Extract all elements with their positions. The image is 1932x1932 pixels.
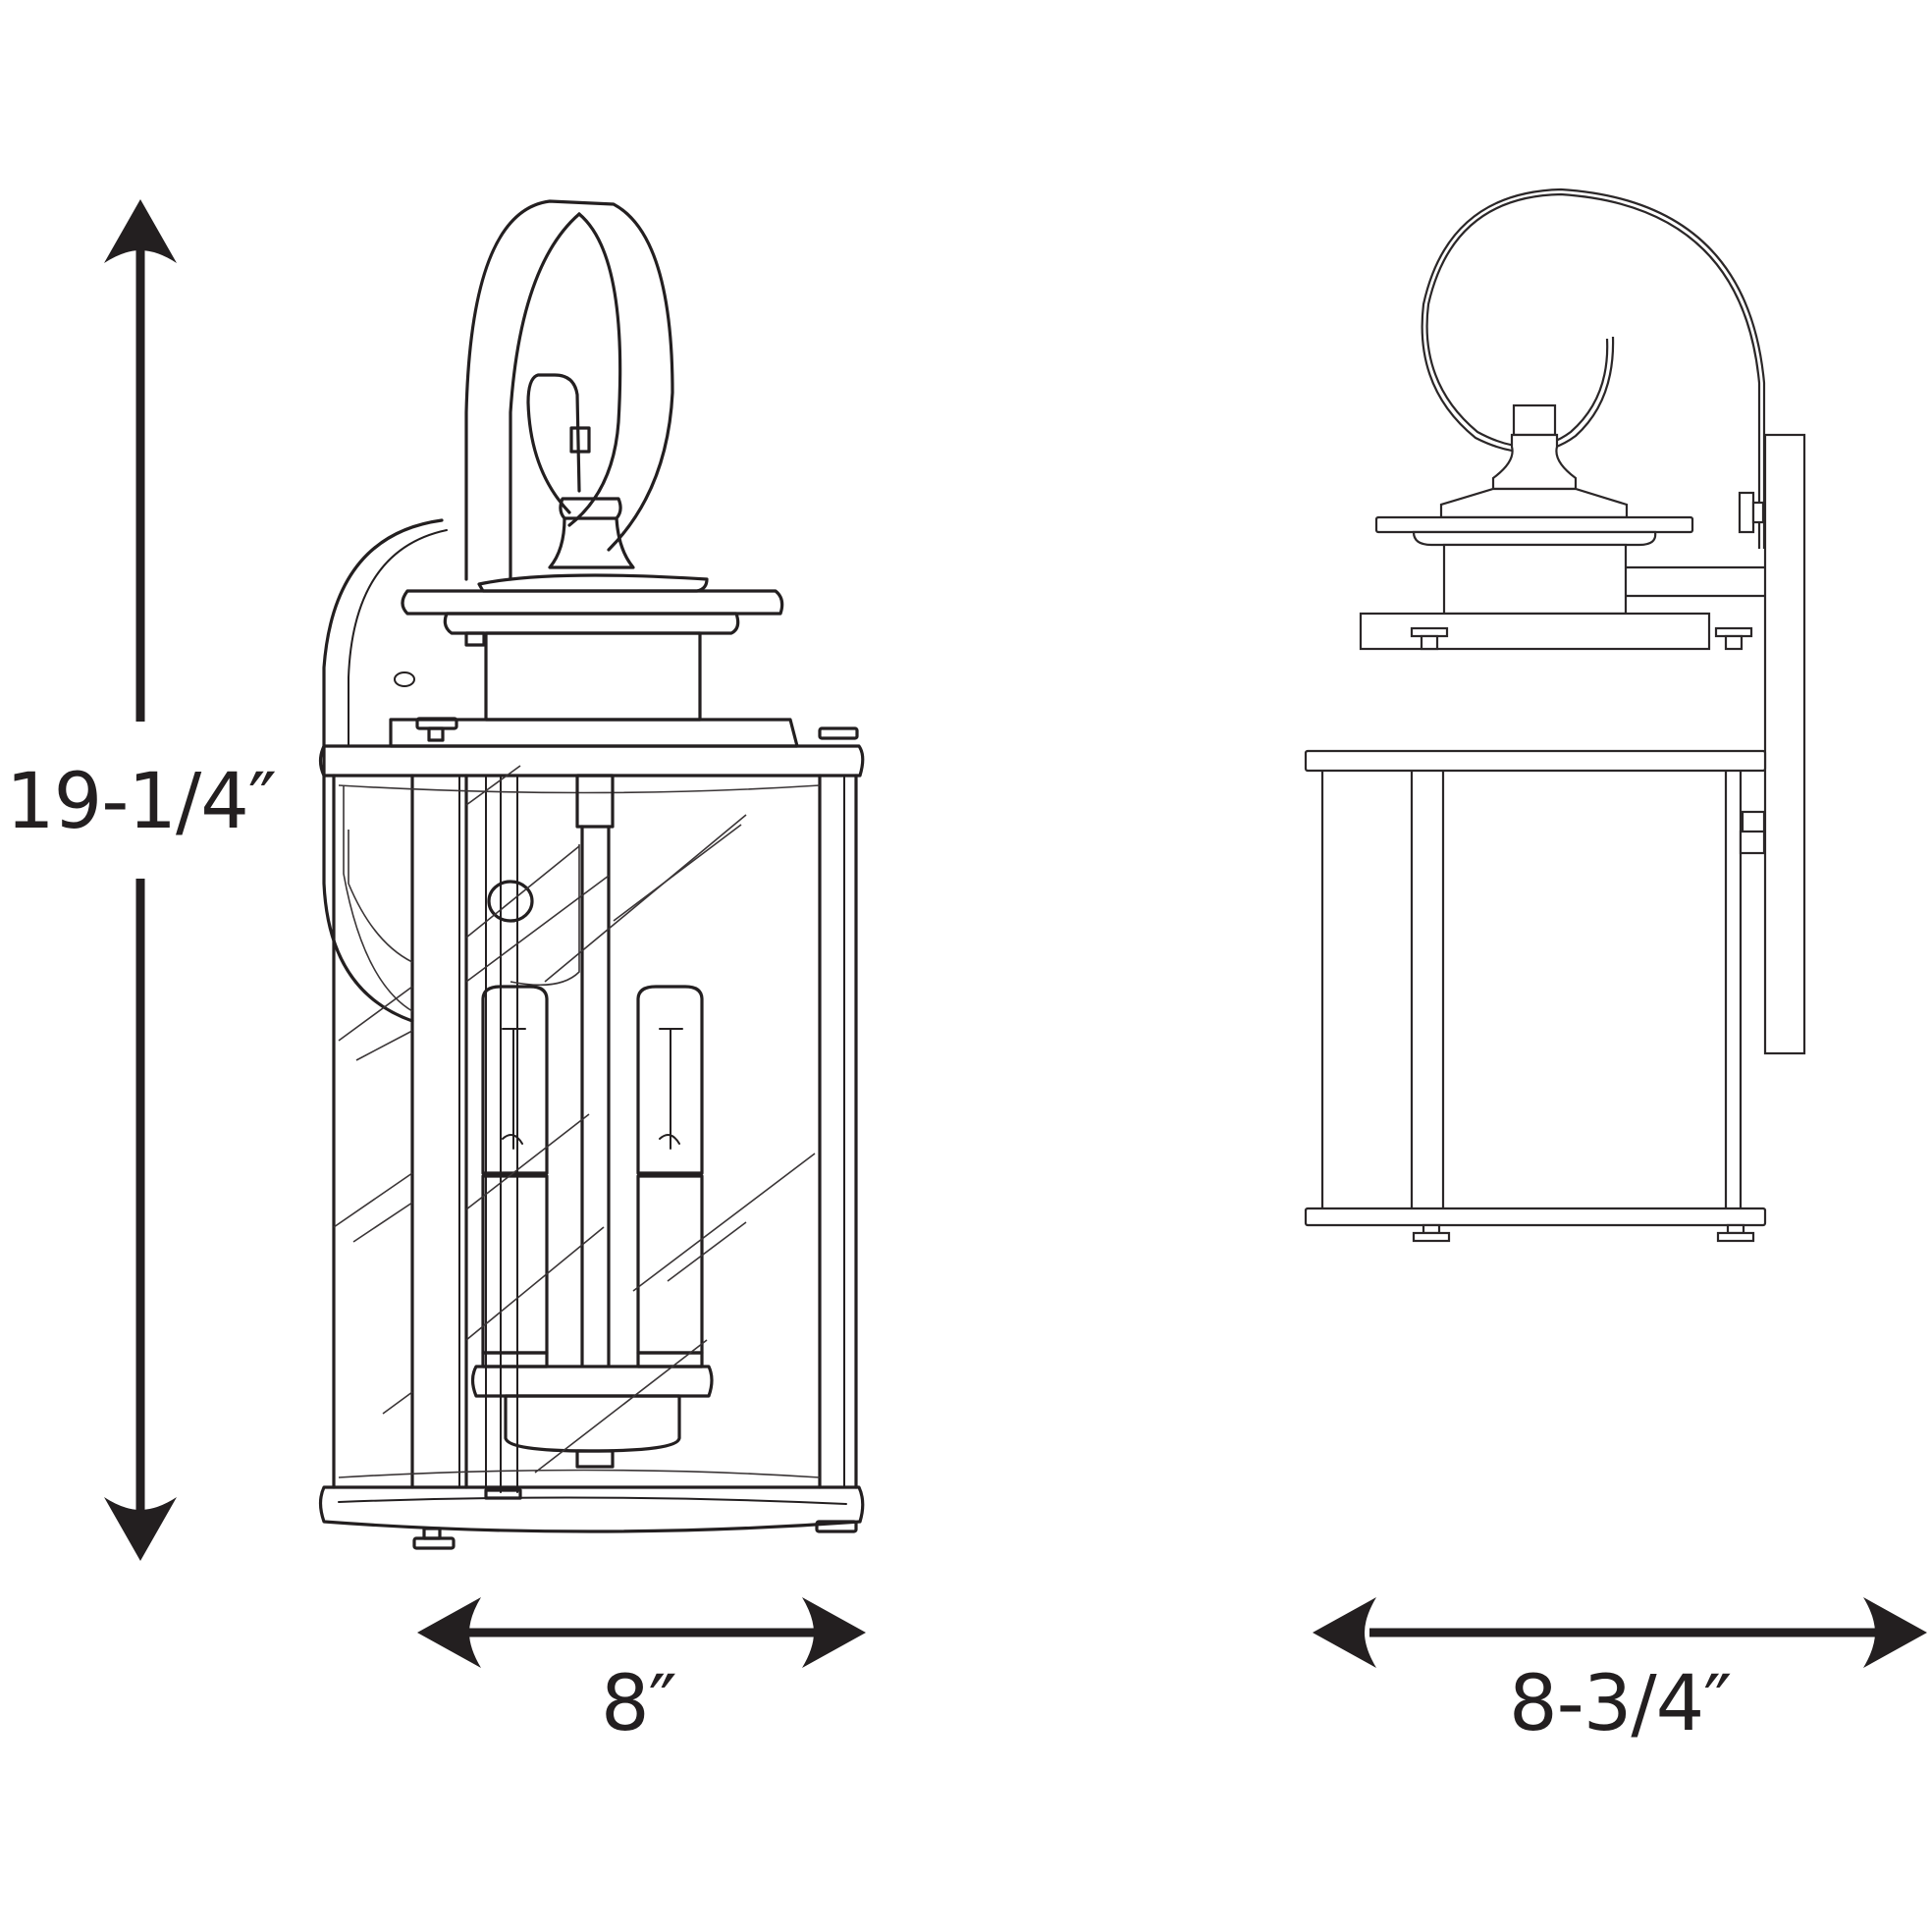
front-view-lantern	[318, 199, 865, 1550]
side-view-lantern	[1304, 188, 1806, 1243]
side-depth-dimension-arrow	[1313, 1597, 1927, 1668]
height-dimension-arrow	[104, 199, 177, 1561]
side-depth-dimension-label: 8-3/4″	[1509, 1660, 1732, 1748]
front-width-dimension-arrow	[417, 1597, 866, 1668]
height-dimension-label: 19-1/4″	[4, 758, 279, 846]
front-width-label-text: 8″	[601, 1660, 677, 1748]
